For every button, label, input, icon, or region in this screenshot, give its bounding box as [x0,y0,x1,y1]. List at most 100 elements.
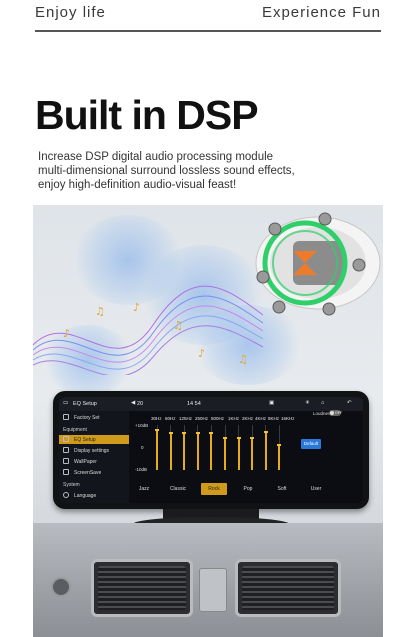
sidebar-item-wallpaper[interactable]: WallPaper [59,457,129,466]
band-label: 125Hz [179,416,193,421]
preset-soft[interactable]: Soft [277,486,287,492]
db-zero-label: 0 [141,445,144,450]
band-label: 16KHz [281,416,295,421]
page-title: Built in DSP [35,92,259,138]
car-speaker-illustration [255,212,381,316]
hero-description: Increase DSP digital audio processing mo… [38,150,388,192]
eq-slider-knob [223,436,227,439]
sidebar-item-label: ScreenSave [74,469,102,476]
toggle-knob [330,411,334,415]
globe-icon [63,492,69,498]
music-note-icon: ♪ [133,301,140,314]
eq-presets: Jazz Classic Rock Pop Soft User [133,483,363,495]
save-icon[interactable]: ▣ [269,400,275,406]
eq-slider[interactable] [168,425,173,470]
preset-rock[interactable]: Rock [201,483,227,495]
air-vent-right [235,559,341,617]
hazard-switch [199,568,227,612]
description-line: multi-dimensional surround lossless soun… [38,165,295,177]
equalizer-panel: 30Hz 60Hz 125Hz 250Hz 500Hz 1KHz 2KHz 4K… [133,410,363,503]
dashboard-knob [51,577,71,597]
brightness-icon[interactable]: ☀ [305,400,310,406]
home-icon[interactable]: ⌂ [321,400,325,406]
default-button[interactable]: Default [301,439,321,449]
music-note-icon: ♫ [238,353,248,366]
eq-slider[interactable] [236,425,241,470]
sidebar-item-eq-setup[interactable]: EQ Setup [59,435,129,444]
screensave-icon [63,469,69,475]
sidebar-item-screensave[interactable]: ScreenSave [59,468,129,477]
header-divider [35,30,381,32]
wallpaper-icon [63,458,69,464]
back-icon[interactable]: ▭ [63,400,69,406]
preset-pop[interactable]: Pop [243,486,253,492]
eq-slider[interactable] [195,425,200,470]
sound-cloud [193,305,303,385]
band-label: 4KHz [255,416,267,421]
app-title: EQ Setup [73,401,97,407]
eq-slider[interactable] [155,425,159,470]
product-scene: ♪ ♫ ♪ ♫ ♪ ♫ ▭ EQ Setup ◀ 20 14 54 [33,205,383,637]
eq-slider[interactable] [209,425,214,470]
car-display-unit: ▭ EQ Setup ◀ 20 14 54 ▣ ☀ ⌂ ↶ Factory Se… [53,391,369,509]
clock: 14 54 [187,401,201,407]
band-label: 60Hz [165,416,176,421]
eq-slider[interactable] [223,425,227,470]
tagline-right: Experience Fun [261,4,381,21]
sidebar-item-language[interactable]: Language [59,491,129,500]
band-label: 500Hz [211,416,225,421]
top-banner: Enjoy life Experience Fun [0,0,416,33]
description-line: Increase DSP digital audio processing mo… [38,151,274,163]
sidebar-item-factory-set[interactable]: Factory Set [59,413,129,422]
db-min-label: -10dB [135,467,148,472]
eq-slider-knob [182,432,187,435]
eq-slider-knob [277,444,282,447]
band-labels: 30Hz 60Hz 125Hz 250Hz 500Hz 1KHz 2KHz 4K… [151,416,311,424]
band-label: 2KHz [242,416,254,421]
eq-icon [63,436,69,442]
eq-slider[interactable] [250,425,255,470]
tagline-left: Enjoy life [35,4,106,21]
band-label: 1KHz [228,416,240,421]
sidebar-item-label: EQ Setup [74,436,96,443]
sidebar-item-label: Language [74,492,97,499]
status-bar: ▭ EQ Setup ◀ 20 14 54 ▣ ☀ ⌂ ↶ [59,397,363,411]
sidebar-item-label: WallPaper [74,458,97,465]
eq-slider-knob [168,432,173,435]
band-label: 250Hz [195,416,209,421]
description-line: enjoy high-definition audio-visual feast… [38,179,237,191]
eq-slider[interactable] [263,425,268,470]
loudness-toggle[interactable]: OFF [329,410,342,416]
eq-slider-knob [250,436,255,439]
music-note-icon: ♪ [63,327,70,340]
eq-slider-knob [195,432,200,435]
sidebar-item-label: Display settings [74,447,110,454]
display-icon [63,447,69,453]
db-max-label: +10dB [135,423,149,428]
eq-slider[interactable] [182,425,187,470]
music-note-icon: ♫ [95,305,105,318]
preset-user[interactable]: User [310,486,322,492]
settings-sidebar: Factory Set Equipment EQ Setup Display s… [59,411,129,503]
eq-slider[interactable] [277,425,282,470]
music-note-icon: ♫ [173,319,183,332]
sound-wave-graphic: ♪ ♫ ♪ ♫ ♪ ♫ [33,285,263,375]
volume-icon: ◀ [131,400,136,406]
air-vent-left [91,559,193,617]
navigate-back-icon[interactable]: ↶ [347,400,352,406]
toggle-state: OFF [335,411,342,415]
eq-slider-knob [155,428,159,431]
preset-classic[interactable]: Classic [169,486,187,492]
sidebar-heading: Equipment [63,427,87,433]
preset-jazz[interactable]: Jazz [138,486,150,492]
sidebar-item-label: Factory Set [74,414,100,421]
eq-slider-knob [263,430,268,433]
sound-cloud [43,325,133,395]
sidebar-item-display-settings[interactable]: Display settings [59,446,129,455]
eq-slider-knob [236,436,241,439]
band-label: 30Hz [151,416,162,421]
band-label: 8KHz [268,416,280,421]
volume-level: 20 [137,401,144,407]
factory-icon [63,414,69,420]
loudness-label: Loudness [313,411,333,416]
